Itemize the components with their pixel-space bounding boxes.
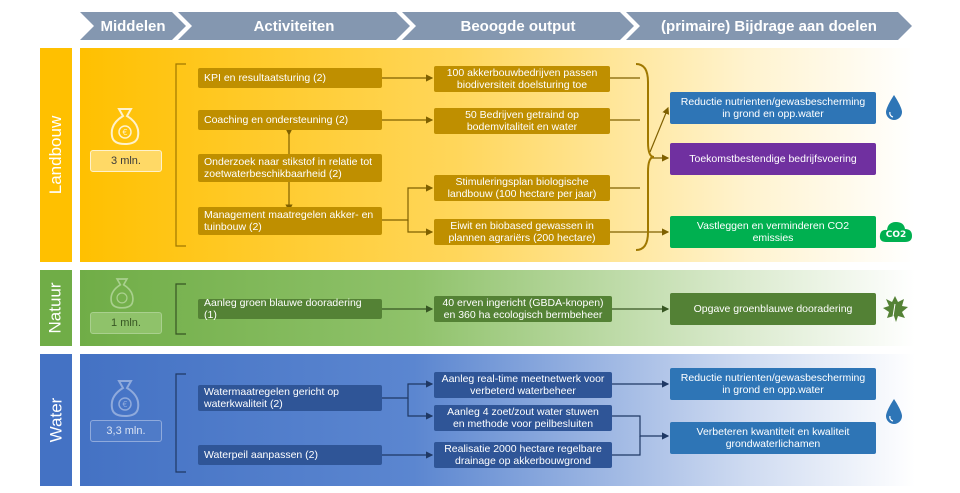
money-bag-icon: €: [110, 380, 140, 418]
co2-icon-text: CO2: [886, 230, 907, 240]
money-bag-icon: €: [110, 108, 140, 146]
activity-waterpeil: Waterpeil aanpassen (2): [198, 445, 382, 465]
goal-groenblauwe-dooradering-text: Opgave groenblauwe dooradering: [693, 303, 853, 315]
goal-reductie-nutrienten-water-text: Reductie nutrienten/gewasbescherming in …: [680, 372, 866, 396]
goal-toekomstbestendig: Toekomstbestendige bedrijfsvoering: [670, 143, 876, 175]
output-erven-ingericht: 40 erven ingericht (GBDA-knopen) en 360 …: [434, 296, 612, 322]
leaf-icon: [883, 296, 908, 324]
goal-reductie-nutrienten-landbouw: Reductie nutrienten/gewasbescherming in …: [670, 92, 876, 124]
output-stuwen-text: Aanleg 4 zoet/zout water stuwen en metho…: [447, 406, 599, 430]
activity-coaching: Coaching en ondersteuning (2): [198, 110, 382, 130]
output-drainage-text: Realisatie 2000 hectare regelbare draina…: [444, 443, 602, 467]
header-bijdrage-label: (primaire) Bijdrage aan doelen: [661, 17, 877, 35]
landbouw-brace: [635, 63, 655, 251]
output-stimuleringsplan: Stimuleringsplan biologische landbouw (1…: [434, 175, 610, 201]
header-bijdrage: (primaire) Bijdrage aan doelen: [626, 12, 912, 40]
output-drainage: Realisatie 2000 hectare regelbare draina…: [434, 442, 612, 468]
activity-watermaatregelen: Watermaatregelen gericht op waterkwalite…: [198, 385, 382, 411]
header-output: Beoogde output: [402, 12, 634, 40]
activity-kpi-text: KPI en resultaatsturing (2): [204, 72, 326, 84]
landbouw-budget-text: 3 mln.: [111, 155, 141, 167]
water-budget: 3,3 mln.: [90, 420, 162, 442]
section-label-natuur: Natuur: [40, 270, 72, 346]
activity-coaching-text: Coaching en ondersteuning (2): [204, 114, 349, 126]
output-akkerbouwbedrijven: 100 akkerbouwbedrijven passen biodiversi…: [434, 66, 610, 92]
money-bag-icon: [110, 278, 134, 309]
section-label-landbouw: Landbouw: [40, 48, 72, 262]
activity-groen-blauwe: Aanleg groen blauwe dooradering (1): [198, 297, 382, 321]
goal-reductie-nutrienten-water: Reductie nutrienten/gewasbescherming in …: [670, 368, 876, 400]
goal-co2: Vastleggen en verminderen CO2 emissies: [670, 216, 876, 248]
output-erven-ingericht-text: 40 erven ingericht (GBDA-knopen) en 360 …: [442, 297, 604, 321]
svg-text:€: €: [122, 128, 127, 137]
header-output-label: Beoogde output: [460, 17, 576, 35]
activity-kpi: KPI en resultaatsturing (2): [198, 68, 382, 88]
activity-management-text: Management maatregelen akker- en tuinbou…: [204, 209, 374, 233]
activity-management: Management maatregelen akker- en tuinbou…: [198, 207, 382, 235]
water-budget-text: 3,3 mln.: [106, 425, 146, 437]
activity-onderzoek-text: Onderzoek naar stikstof in relatie tot z…: [204, 156, 373, 180]
svg-text:€: €: [122, 400, 127, 409]
activity-watermaatregelen-text: Watermaatregelen gericht op waterkwalite…: [204, 386, 340, 410]
goal-toekomstbestendig-text: Toekomstbestendige bedrijfsvoering: [689, 153, 857, 165]
activity-groen-blauwe-text: Aanleg groen blauwe dooradering (1): [204, 297, 362, 321]
co2-cloud-icon: CO2: [879, 222, 912, 242]
natuur-budget: 1 mln.: [90, 312, 162, 334]
output-eiwit-gewassen-text: Eiwit en biobased gewassen in plannen ag…: [448, 220, 596, 244]
water-drop-icon: [886, 95, 902, 120]
output-stuwen: Aanleg 4 zoet/zout water stuwen en metho…: [434, 405, 612, 431]
header-activiteiten-label: Activiteiten: [253, 17, 335, 35]
output-bedrijven-getraind: 50 Bedrijven getraind op bodemvitaliteit…: [434, 108, 610, 134]
goal-co2-text: Vastleggen en verminderen CO2 emissies: [696, 220, 850, 244]
output-stimuleringsplan-text: Stimuleringsplan biologische landbouw (1…: [447, 176, 597, 200]
goal-grondwaterlichamen-text: Verbeteren kwantiteit en kwaliteit grond…: [696, 426, 850, 450]
header-middelen: Middelen: [80, 12, 186, 40]
goal-groenblauwe-dooradering: Opgave groenblauwe dooradering: [670, 293, 876, 325]
output-meetnetwerk: Aanleg real-time meetnetwerk voor verbet…: [434, 372, 612, 398]
header-middelen-label: Middelen: [100, 17, 166, 35]
header-activiteiten: Activiteiten: [178, 12, 410, 40]
activity-waterpeil-text: Waterpeil aanpassen (2): [204, 449, 319, 461]
landbouw-budget: 3 mln.: [90, 150, 162, 172]
natuur-budget-text: 1 mln.: [111, 317, 141, 329]
output-akkerbouwbedrijven-text: 100 akkerbouwbedrijven passen biodiversi…: [446, 67, 598, 91]
water-drop-icon: [886, 399, 902, 424]
output-eiwit-gewassen: Eiwit en biobased gewassen in plannen ag…: [434, 219, 610, 245]
goal-grondwaterlichamen: Verbeteren kwantiteit en kwaliteit grond…: [670, 422, 876, 454]
activity-onderzoek: Onderzoek naar stikstof in relatie tot z…: [198, 154, 382, 182]
output-bedrijven-getraind-text: 50 Bedrijven getraind op bodemvitaliteit…: [465, 109, 579, 133]
output-meetnetwerk-text: Aanleg real-time meetnetwerk voor verbet…: [441, 373, 605, 397]
goal-reductie-nutrienten-landbouw-text: Reductie nutrienten/gewasbescherming in …: [680, 96, 866, 120]
section-label-water: Water: [40, 354, 72, 486]
